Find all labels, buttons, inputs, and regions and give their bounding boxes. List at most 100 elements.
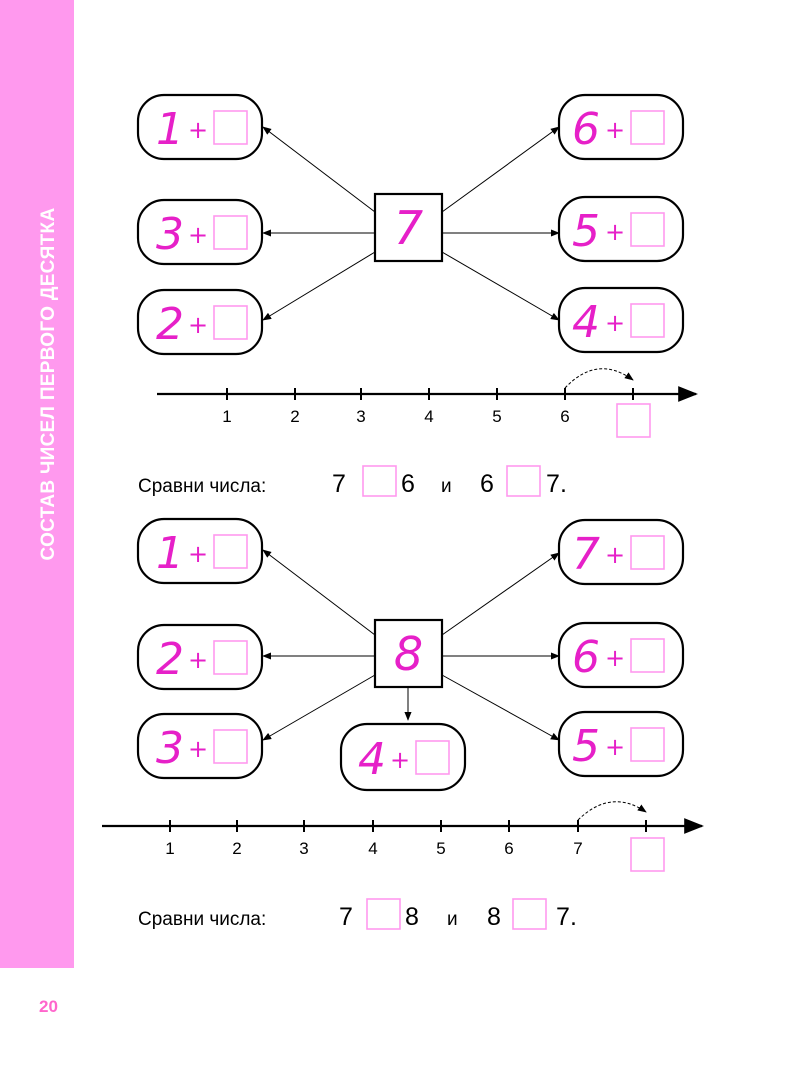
addition-pill: 6 + [557,93,685,161]
tick-label: 2 [232,839,241,858]
answer-box[interactable] [362,465,397,497]
answer-box[interactable] [630,212,665,247]
compare-conjunction: и [447,909,458,930]
number-line-2: 1 2 3 4 5 6 7 [102,801,704,872]
tick-label: 1 [222,407,231,426]
addend: 5 [572,206,600,257]
answer-box[interactable] [213,729,248,764]
plus-sign: + [605,116,625,144]
exercise-1: 7 1 + 3 + 2 + 6 + 5 [136,93,698,498]
sidebar: СОСТАВ ЧИСЕЛ ПЕРВОГО ДЕСЯТКА [0,0,74,968]
plus-sign: + [188,311,208,339]
answer-box[interactable] [213,215,248,250]
answer-box[interactable] [213,534,248,569]
plus-sign: + [188,221,208,249]
hub-number: 7 [394,201,423,255]
addition-pill: 3 + [136,712,264,780]
compare-number: 7 [546,470,560,498]
compare-number: 7 [556,903,570,931]
compare-number: 6 [480,470,494,498]
addition-pill: 4 + [339,722,467,792]
compare-number: 8 [487,903,501,931]
compare-number: 7 [332,470,346,498]
answer-box[interactable] [630,638,665,673]
compare-label: Сравни числа: [138,476,266,497]
tick-label: 4 [424,407,433,426]
tick-label: 5 [436,839,445,858]
addend: 5 [572,721,600,772]
tick-label: 3 [356,407,365,426]
plus-sign: + [188,646,208,674]
jump-arrow [577,801,647,821]
addition-pill: 3 + [136,198,264,266]
tick-label: 6 [560,407,569,426]
addition-pill: 7 + [557,518,685,586]
answer-box[interactable] [630,727,665,762]
addend: 4 [358,734,386,785]
compare-number: 8 [405,903,419,931]
plus-sign: + [605,218,625,246]
addition-pill: 1 + [136,517,264,585]
plus-sign: + [390,746,410,774]
tick-label: 3 [299,839,308,858]
answer-box[interactable] [213,110,248,145]
hub-box-1: 7 [373,192,444,263]
tick-label: 6 [504,839,513,858]
answer-box[interactable] [630,837,665,872]
compare-label: Сравни числа: [138,909,266,930]
plus-sign: + [188,735,208,763]
answer-box[interactable] [630,303,665,338]
tick-label: 1 [165,839,174,858]
compare-period: . [570,903,577,931]
addition-pill: 4 + [557,286,685,354]
tick-label: 2 [290,407,299,426]
answer-box[interactable] [512,898,547,930]
addend: 3 [156,209,184,260]
addition-pill: 2 + [136,288,264,356]
addend: 2 [156,634,184,685]
addition-pill: 5 + [557,710,685,778]
compare-row-2: Сравни числа: 7 8 и 8 7 . [138,898,577,931]
number-line-1: 1 2 3 4 5 6 [157,368,698,438]
tick-label: 4 [368,839,377,858]
addition-pill: 6 + [557,621,685,689]
answer-box[interactable] [630,110,665,145]
addend: 7 [572,529,600,580]
addition-pill: 1 + [136,93,264,161]
exercise-2: 8 1 + 2 + 3 + 7 + 6 [102,517,704,931]
addend: 1 [156,104,184,155]
answer-box[interactable] [213,640,248,675]
jump-arrow [564,368,634,389]
page-number: 20 [39,997,58,1016]
addend: 6 [572,104,600,155]
hub-arrows-1 [262,126,560,321]
addend: 2 [156,299,184,350]
tick-label: 5 [492,407,501,426]
plus-sign: + [605,644,625,672]
answer-box[interactable] [213,305,248,340]
hub-arrows-2 [262,549,560,741]
compare-conjunction: и [441,476,452,497]
answer-box[interactable] [616,403,651,438]
plus-sign: + [605,541,625,569]
answer-box[interactable] [630,535,665,570]
plus-sign: + [605,309,625,337]
compare-number: 7 [339,903,353,931]
addition-pill: 5 + [557,195,685,263]
addend: 4 [572,297,600,348]
answer-box[interactable] [366,898,401,930]
compare-number: 6 [401,470,415,498]
hub-box-2: 8 [373,618,444,689]
addend: 3 [156,723,184,774]
answer-box[interactable] [415,740,450,775]
hub-number: 8 [394,627,423,681]
plus-sign: + [188,540,208,568]
addend: 1 [156,528,184,579]
answer-box[interactable] [506,465,541,497]
addition-pill: 2 + [136,623,264,691]
compare-row-1: Сравни числа: 7 6 и 6 7 . [138,465,567,498]
plus-sign: + [605,733,625,761]
tick-label: 7 [573,839,582,858]
compare-period: . [560,470,567,498]
